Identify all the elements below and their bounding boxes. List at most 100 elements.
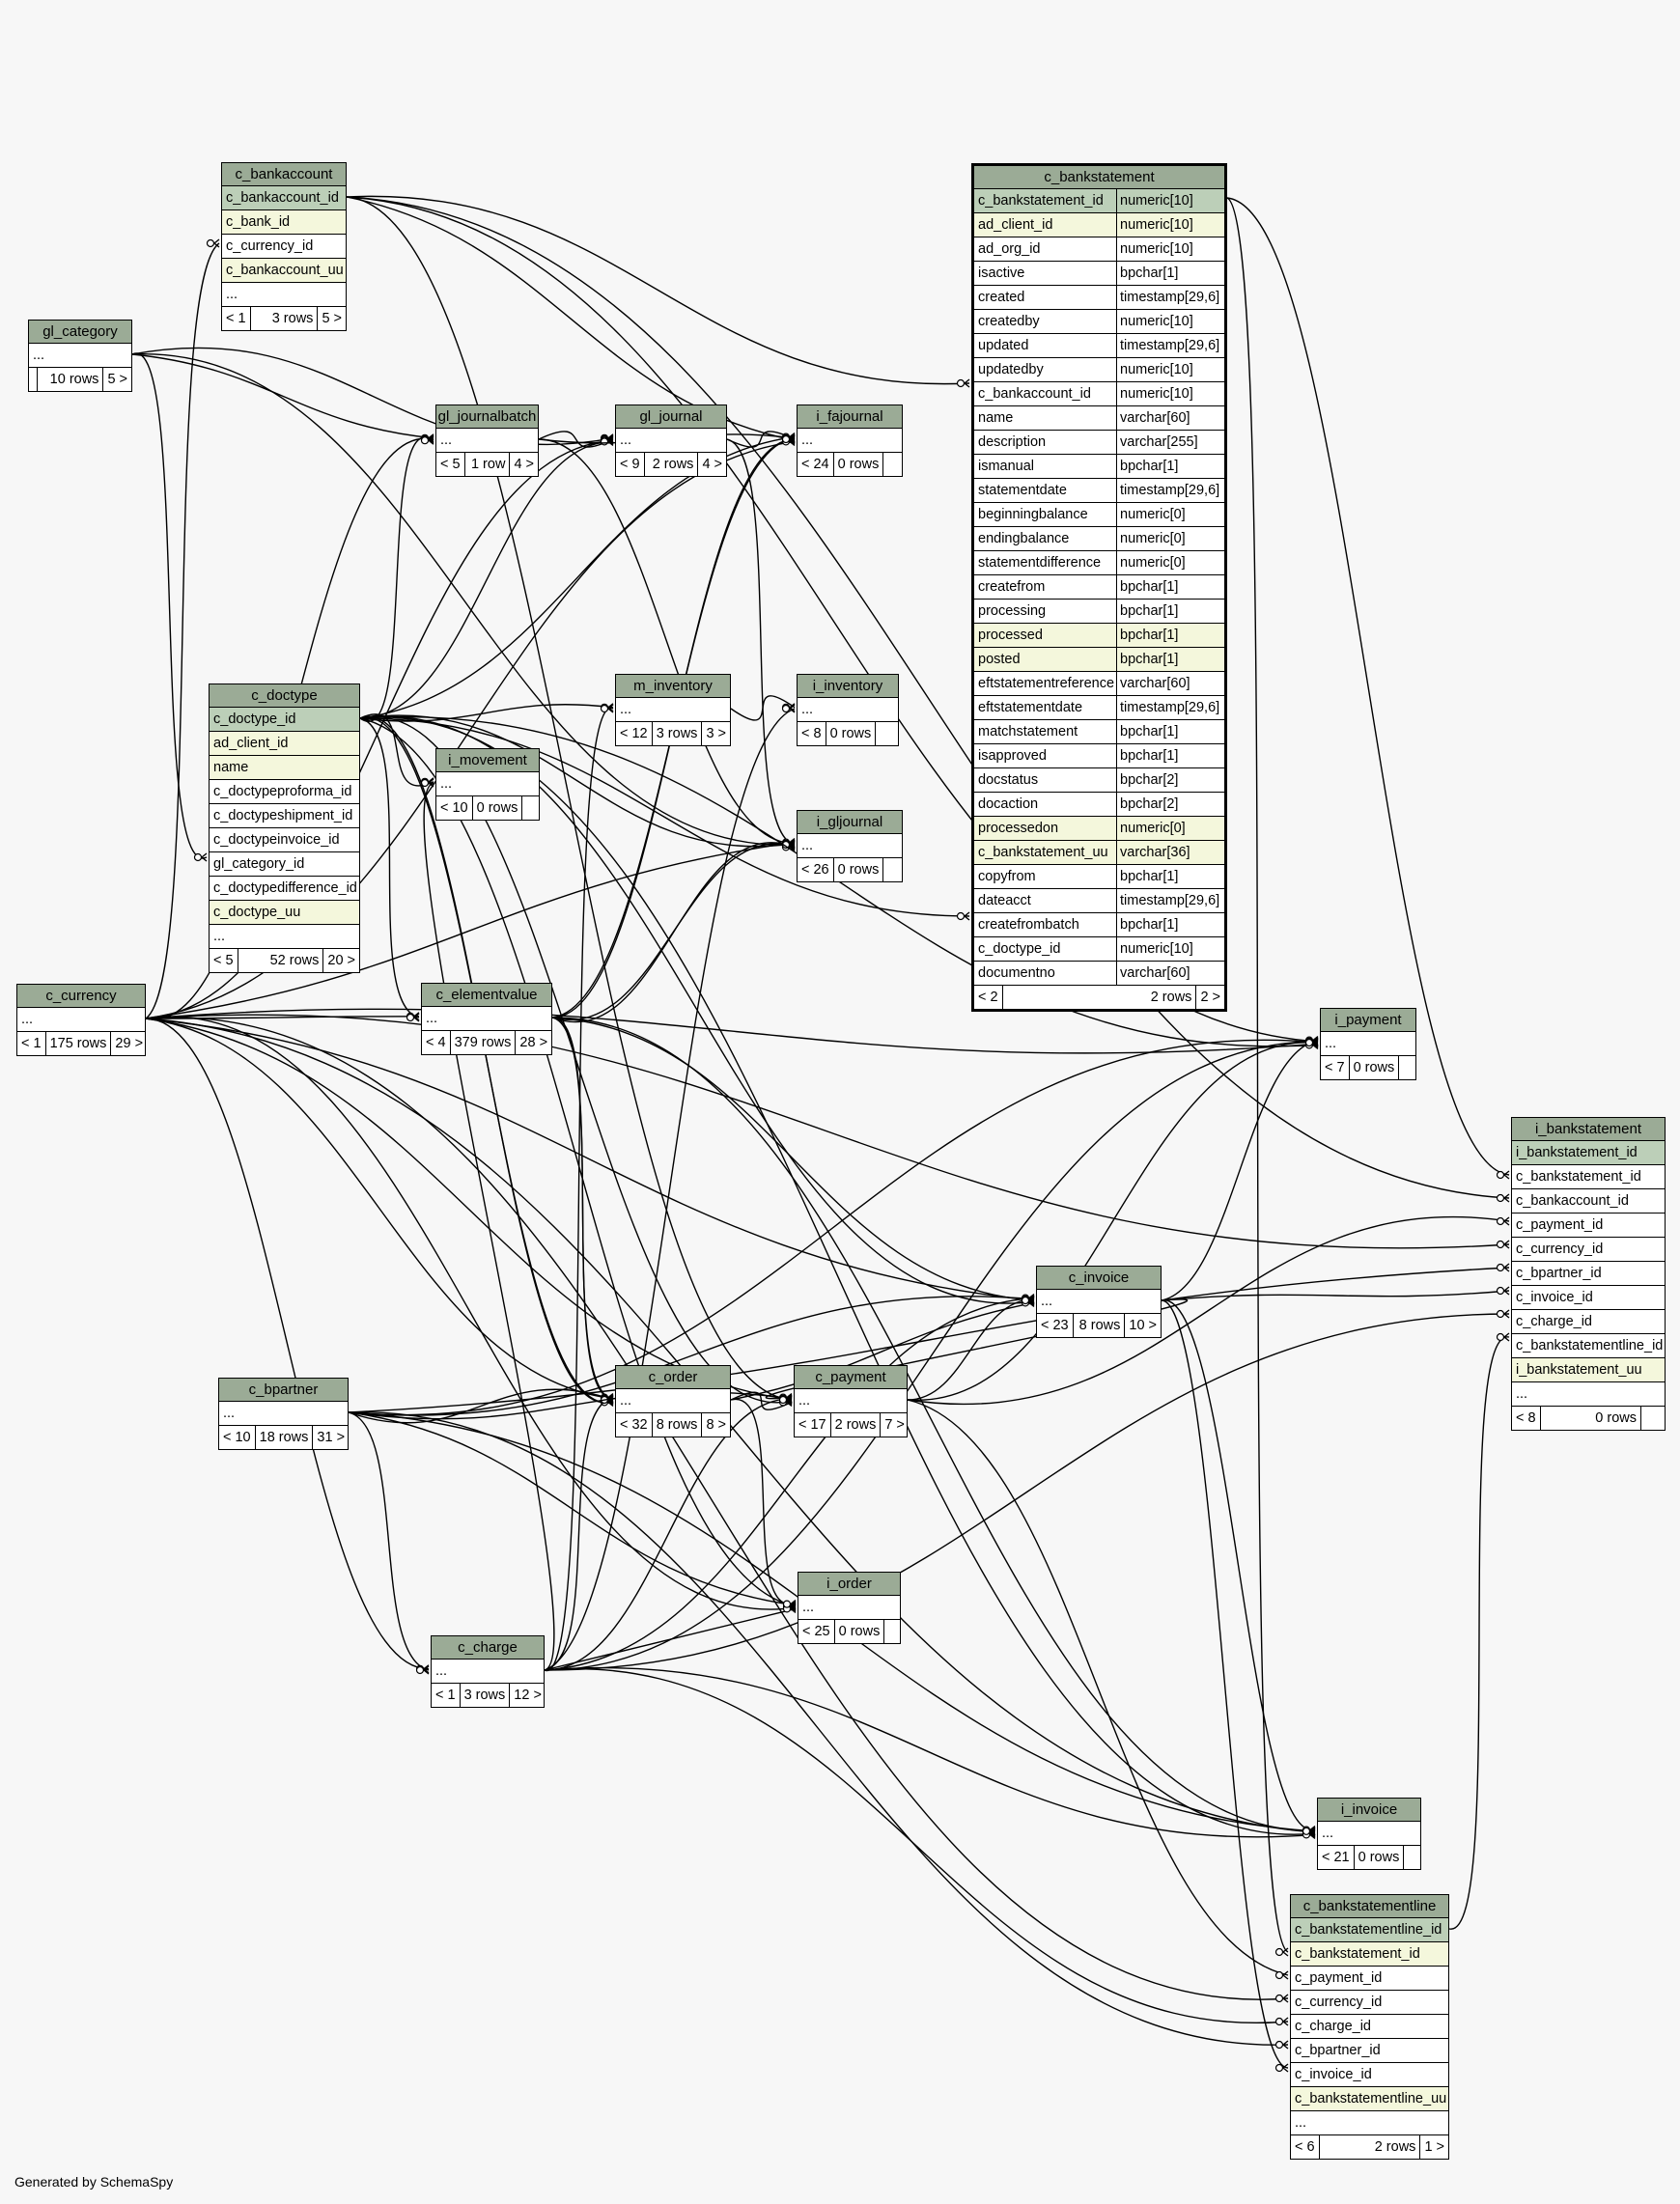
column-row[interactable]: ...: [798, 429, 902, 453]
column-row[interactable]: c_currency_id: [1291, 1991, 1448, 2015]
column-row[interactable]: ...: [798, 698, 898, 722]
table-title[interactable]: c_currency: [17, 985, 145, 1008]
table-title[interactable]: i_invoice: [1318, 1799, 1420, 1822]
table-title[interactable]: i_payment: [1321, 1009, 1415, 1032]
table-title[interactable]: c_bankstatement: [974, 166, 1224, 189]
children-count-link[interactable]: 31 >: [317, 1430, 346, 1445]
column-row[interactable]: name: [210, 756, 359, 780]
column-row[interactable]: c_bankstatement_id: [1291, 1942, 1448, 1967]
parents-count-link[interactable]: < 24: [798, 453, 834, 476]
column-row[interactable]: c_doctype_id: [210, 708, 359, 732]
column-row[interactable]: c_invoice_id: [1512, 1286, 1665, 1310]
children-count-link[interactable]: 28 >: [519, 1035, 548, 1050]
parents-count-link[interactable]: [29, 368, 38, 391]
column-row[interactable]: ...: [222, 283, 346, 307]
column-row[interactable]: c_doctypeinvoice_id: [210, 828, 359, 852]
table-title[interactable]: c_invoice: [1037, 1267, 1161, 1290]
children-count-link[interactable]: 5 >: [322, 311, 342, 326]
column-row[interactable]: c_bankstatementline_id: [1291, 1918, 1448, 1942]
children-count-link[interactable]: 20 >: [327, 953, 355, 968]
column-row[interactable]: ...: [616, 1389, 730, 1413]
column-row[interactable]: ...: [616, 429, 726, 453]
column-row[interactable]: ...: [29, 344, 131, 368]
children-count-link[interactable]: 4 >: [514, 457, 534, 472]
column-row[interactable]: c_doctypedifference_id: [210, 877, 359, 901]
children-count-link[interactable]: [883, 858, 907, 881]
parents-count-link[interactable]: < 10: [219, 1426, 256, 1449]
children-count-link[interactable]: 29 >: [115, 1036, 144, 1051]
parents-count-link[interactable]: < 8: [798, 722, 826, 745]
column-row[interactable]: i_bankstatement_id: [1512, 1141, 1665, 1165]
parents-count-link[interactable]: < 1: [17, 1032, 46, 1055]
column-row[interactable]: ...: [436, 772, 539, 796]
column-row[interactable]: c_payment_id: [1291, 1967, 1448, 1991]
parents-count-link[interactable]: < 1: [432, 1684, 461, 1707]
column-row[interactable]: c_currency_id: [222, 235, 346, 259]
table-title[interactable]: m_inventory: [616, 675, 730, 698]
parents-count-link[interactable]: < 17: [795, 1413, 831, 1437]
table-title[interactable]: c_bankaccount: [222, 163, 346, 186]
table-title[interactable]: gl_journalbatch: [436, 405, 538, 429]
parents-count-link[interactable]: < 25: [798, 1620, 835, 1643]
column-row[interactable]: ...: [219, 1402, 348, 1426]
column-row[interactable]: c_bank_id: [222, 210, 346, 235]
column-row[interactable]: c_doctypeshipment_id: [210, 804, 359, 828]
children-count-link[interactable]: [884, 1620, 908, 1643]
parents-count-link[interactable]: < 5: [210, 949, 238, 972]
column-row[interactable]: c_invoice_id: [1291, 2063, 1448, 2087]
column-row[interactable]: c_bankstatementline_uu: [1291, 2087, 1448, 2111]
children-count-link[interactable]: 8 >: [706, 1417, 726, 1433]
table-title[interactable]: i_inventory: [798, 675, 898, 698]
column-row[interactable]: c_bankaccount_id: [1512, 1189, 1665, 1214]
parents-count-link[interactable]: < 21: [1318, 1846, 1355, 1869]
table-title[interactable]: i_movement: [436, 749, 539, 772]
column-row[interactable]: ...: [616, 698, 730, 722]
parents-count-link[interactable]: < 26: [798, 858, 834, 881]
column-row[interactable]: ...: [1037, 1290, 1161, 1314]
children-count-link[interactable]: [883, 453, 907, 476]
table-title[interactable]: gl_journal: [616, 405, 726, 429]
column-row[interactable]: ...: [798, 1596, 900, 1620]
column-row[interactable]: c_payment_id: [1512, 1214, 1665, 1238]
parents-count-link[interactable]: < 5: [436, 453, 465, 476]
parents-count-link[interactable]: < 6: [1291, 2135, 1320, 2159]
column-row[interactable]: ...: [1318, 1822, 1420, 1846]
column-row[interactable]: c_bankstatementline_id: [1512, 1334, 1665, 1358]
children-count-link[interactable]: 12 >: [514, 1688, 542, 1703]
column-row[interactable]: c_bpartner_id: [1512, 1262, 1665, 1286]
table-title[interactable]: c_doctype: [210, 684, 359, 708]
parents-count-link[interactable]: < 10: [436, 796, 473, 820]
column-row[interactable]: ...: [432, 1660, 544, 1684]
table-title[interactable]: c_payment: [795, 1366, 907, 1389]
column-row[interactable]: ...: [1321, 1032, 1415, 1056]
children-count-link[interactable]: 1 >: [1424, 2139, 1444, 2155]
